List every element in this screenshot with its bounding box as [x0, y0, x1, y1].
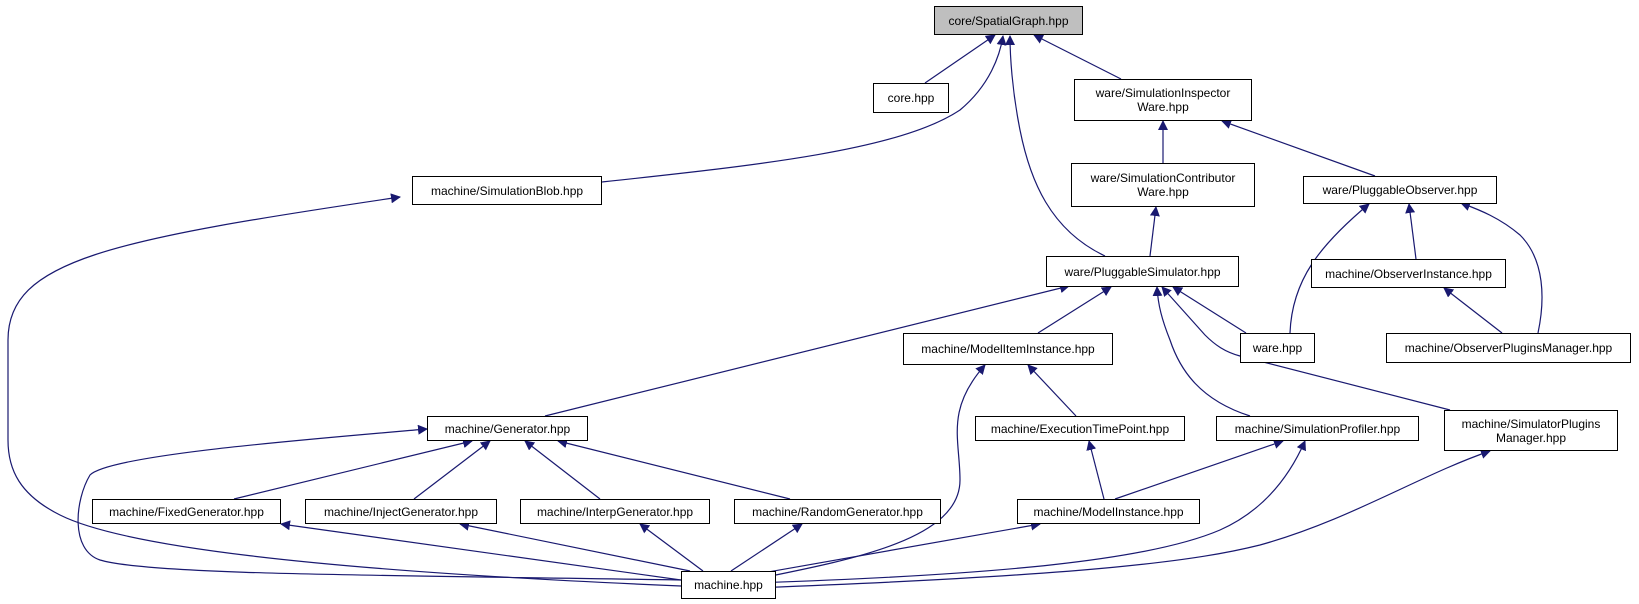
node-simulation-profiler[interactable]: machine/SimulationProfiler.hpp	[1216, 416, 1419, 441]
edge-executiontimepoint-to-modeliteminstance	[1027, 364, 1077, 417]
edge-modelinstance-to-simprofiler	[1114, 439, 1284, 500]
edge-observerplugins-to-observerinstance	[1443, 287, 1503, 334]
node-model-instance[interactable]: machine/ModelInstance.hpp	[1017, 499, 1200, 524]
edge-simprofiler-to-pluggablesim	[1152, 286, 1251, 417]
node-random-generator[interactable]: machine/RandomGenerator.hpp	[734, 499, 941, 524]
edge-machine-to-fixedgen	[280, 520, 682, 581]
edge-simplugins-to-pluggablesim	[1161, 286, 1451, 411]
node-inject-generator[interactable]: machine/InjectGenerator.hpp	[305, 499, 497, 524]
edge-machine-to-simprofiler	[750, 440, 1306, 584]
node-simulation-contributor-ware[interactable]: ware/SimulationContributor Ware.hpp	[1071, 163, 1255, 207]
node-core-spatialgraph: core/SpatialGraph.hpp	[934, 6, 1083, 35]
edge-fixedgen-to-generator	[233, 438, 473, 500]
node-fixed-generator[interactable]: machine/FixedGenerator.hpp	[92, 499, 281, 524]
edge-machine-to-modelinstance	[750, 520, 1041, 576]
edge-blob-to-spatialgraph	[601, 35, 1007, 183]
edge-core-to-spatialgraph	[924, 34, 996, 84]
node-generator[interactable]: machine/Generator.hpp	[427, 416, 588, 441]
edge-interpgen-to-generator	[524, 440, 601, 500]
node-pluggable-observer[interactable]: ware/PluggableObserver.hpp	[1303, 176, 1497, 204]
edge-observerplugins-to-pluggableobserver	[1460, 201, 1543, 334]
edge-machine-to-modeliteminstance	[750, 364, 986, 581]
edge-pluggablesim-to-contributor	[1149, 206, 1160, 257]
edge-modeliteminstance-to-pluggablesim	[1037, 286, 1112, 334]
node-core[interactable]: core.hpp	[873, 83, 949, 113]
node-simulation-blob[interactable]: machine/SimulationBlob.hpp	[412, 176, 602, 205]
node-observer-plugins-manager[interactable]: machine/ObserverPluginsManager.hpp	[1386, 333, 1631, 363]
node-model-item-instance[interactable]: machine/ModelItemInstance.hpp	[903, 333, 1113, 365]
edge-modelinstance-to-executiontimepoint	[1086, 440, 1105, 500]
node-execution-time-point[interactable]: machine/ExecutionTimePoint.hpp	[975, 416, 1185, 441]
edge-machine-to-interpgen	[639, 523, 704, 572]
node-simulation-inspector-ware[interactable]: ware/SimulationInspector Ware.hpp	[1074, 79, 1252, 121]
edge-observerinstance-to-pluggableobserver	[1405, 203, 1417, 260]
edge-injectgen-to-generator	[413, 440, 491, 500]
edge-machine-to-simplugins	[750, 449, 1491, 589]
edge-randomgen-to-generator	[557, 438, 791, 500]
node-pluggable-simulator[interactable]: ware/PluggableSimulator.hpp	[1046, 256, 1239, 287]
edge-machine-to-randomgen	[730, 523, 803, 572]
edge-machine-to-injectgen	[459, 520, 691, 572]
node-interp-generator[interactable]: machine/InterpGenerator.hpp	[520, 499, 710, 524]
edge-inspector-to-spatialgraph	[1033, 34, 1122, 80]
node-simulator-plugins-manager[interactable]: machine/SimulatorPlugins Manager.hpp	[1444, 410, 1618, 451]
edge-ware-to-pluggablesim	[1172, 286, 1247, 334]
node-ware[interactable]: ware.hpp	[1240, 333, 1315, 363]
edge-generator-to-pluggablesim	[544, 283, 1070, 417]
edge-pluggableobserver-to-inspector	[1221, 119, 1376, 177]
node-observer-instance[interactable]: machine/ObserverInstance.hpp	[1311, 259, 1506, 288]
edge-pluggablesim-to-spatialgraph	[1005, 35, 1106, 257]
edge-machine-to-blob	[7, 193, 682, 587]
edge-machine-to-generator	[77, 424, 682, 581]
node-machine[interactable]: machine.hpp	[681, 571, 776, 599]
